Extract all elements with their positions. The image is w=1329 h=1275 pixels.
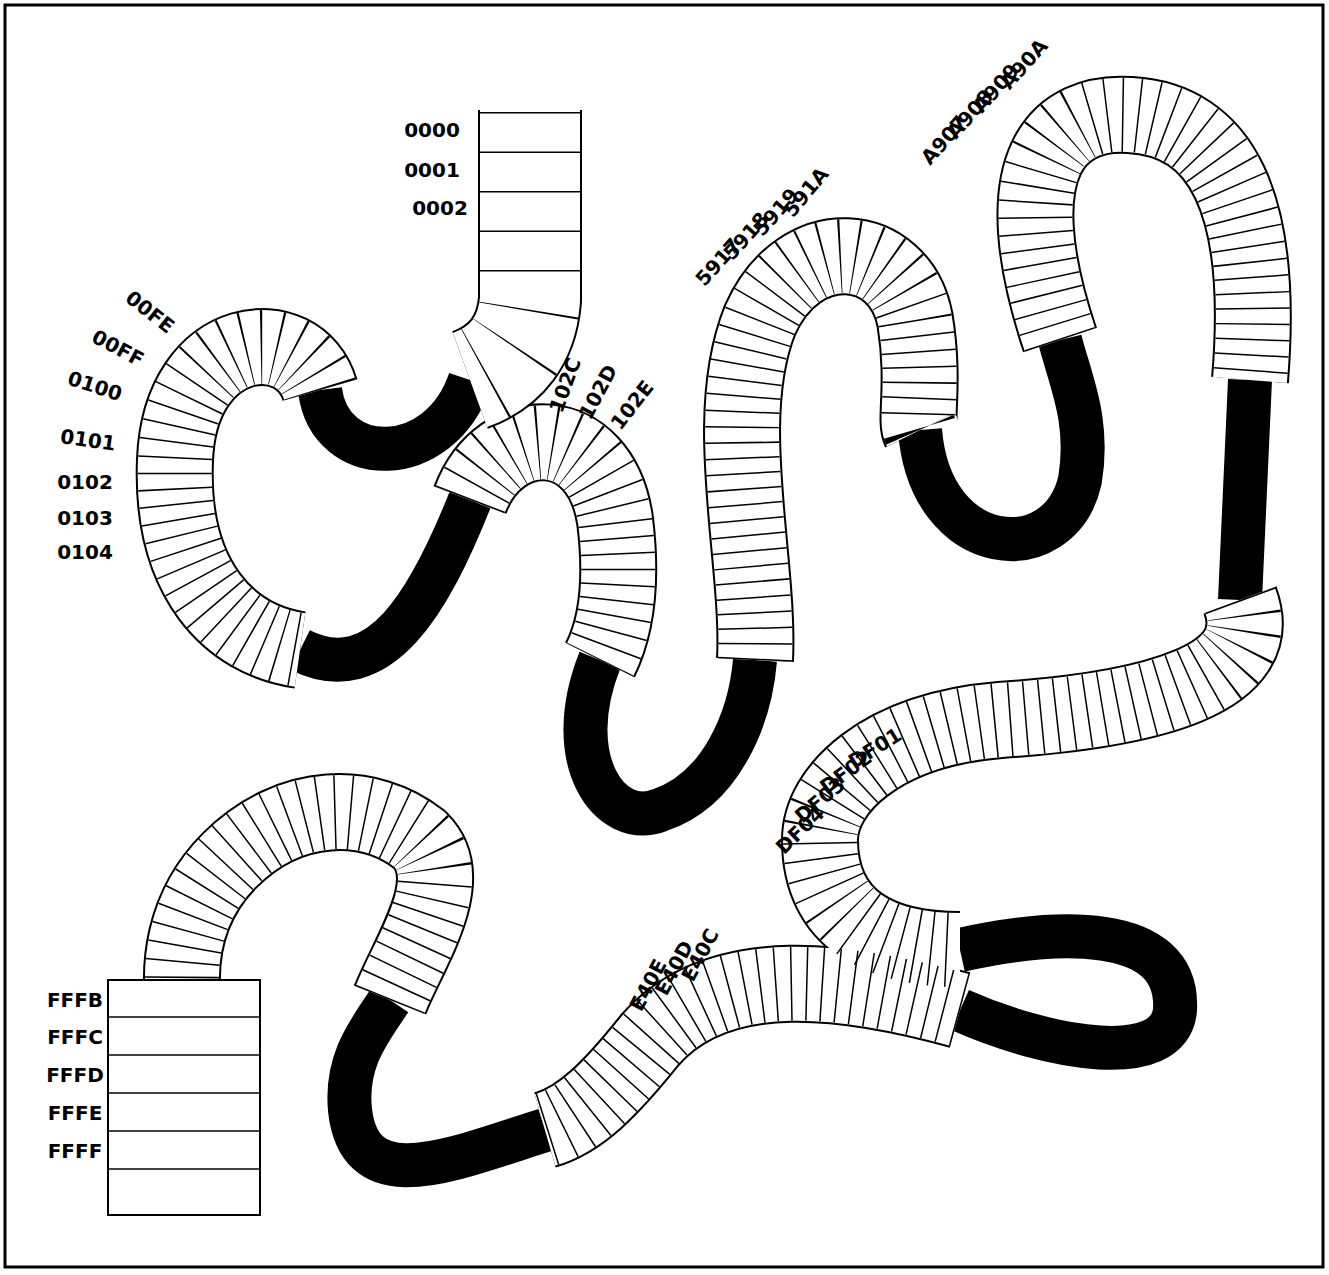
address-label: 0101 bbox=[59, 426, 117, 454]
address-label: FFFB bbox=[47, 990, 103, 1010]
address-label: 0102 bbox=[57, 472, 113, 492]
address-label: 102E bbox=[607, 377, 657, 433]
address-label: 00FE bbox=[122, 287, 178, 337]
address-label: 0100 bbox=[65, 368, 124, 404]
address-label: FFFC bbox=[47, 1027, 103, 1047]
address-label: 0002 bbox=[412, 198, 468, 218]
address-label: 0001 bbox=[404, 160, 460, 180]
address-label: 00FF bbox=[89, 326, 147, 370]
address-label: 0000 bbox=[404, 120, 460, 140]
address-label: 0104 bbox=[57, 542, 113, 562]
address-label: 0103 bbox=[57, 508, 113, 528]
address-label: FFFD bbox=[46, 1065, 104, 1085]
address-label: FFFE bbox=[48, 1103, 103, 1123]
address-label: FFFF bbox=[48, 1141, 103, 1161]
